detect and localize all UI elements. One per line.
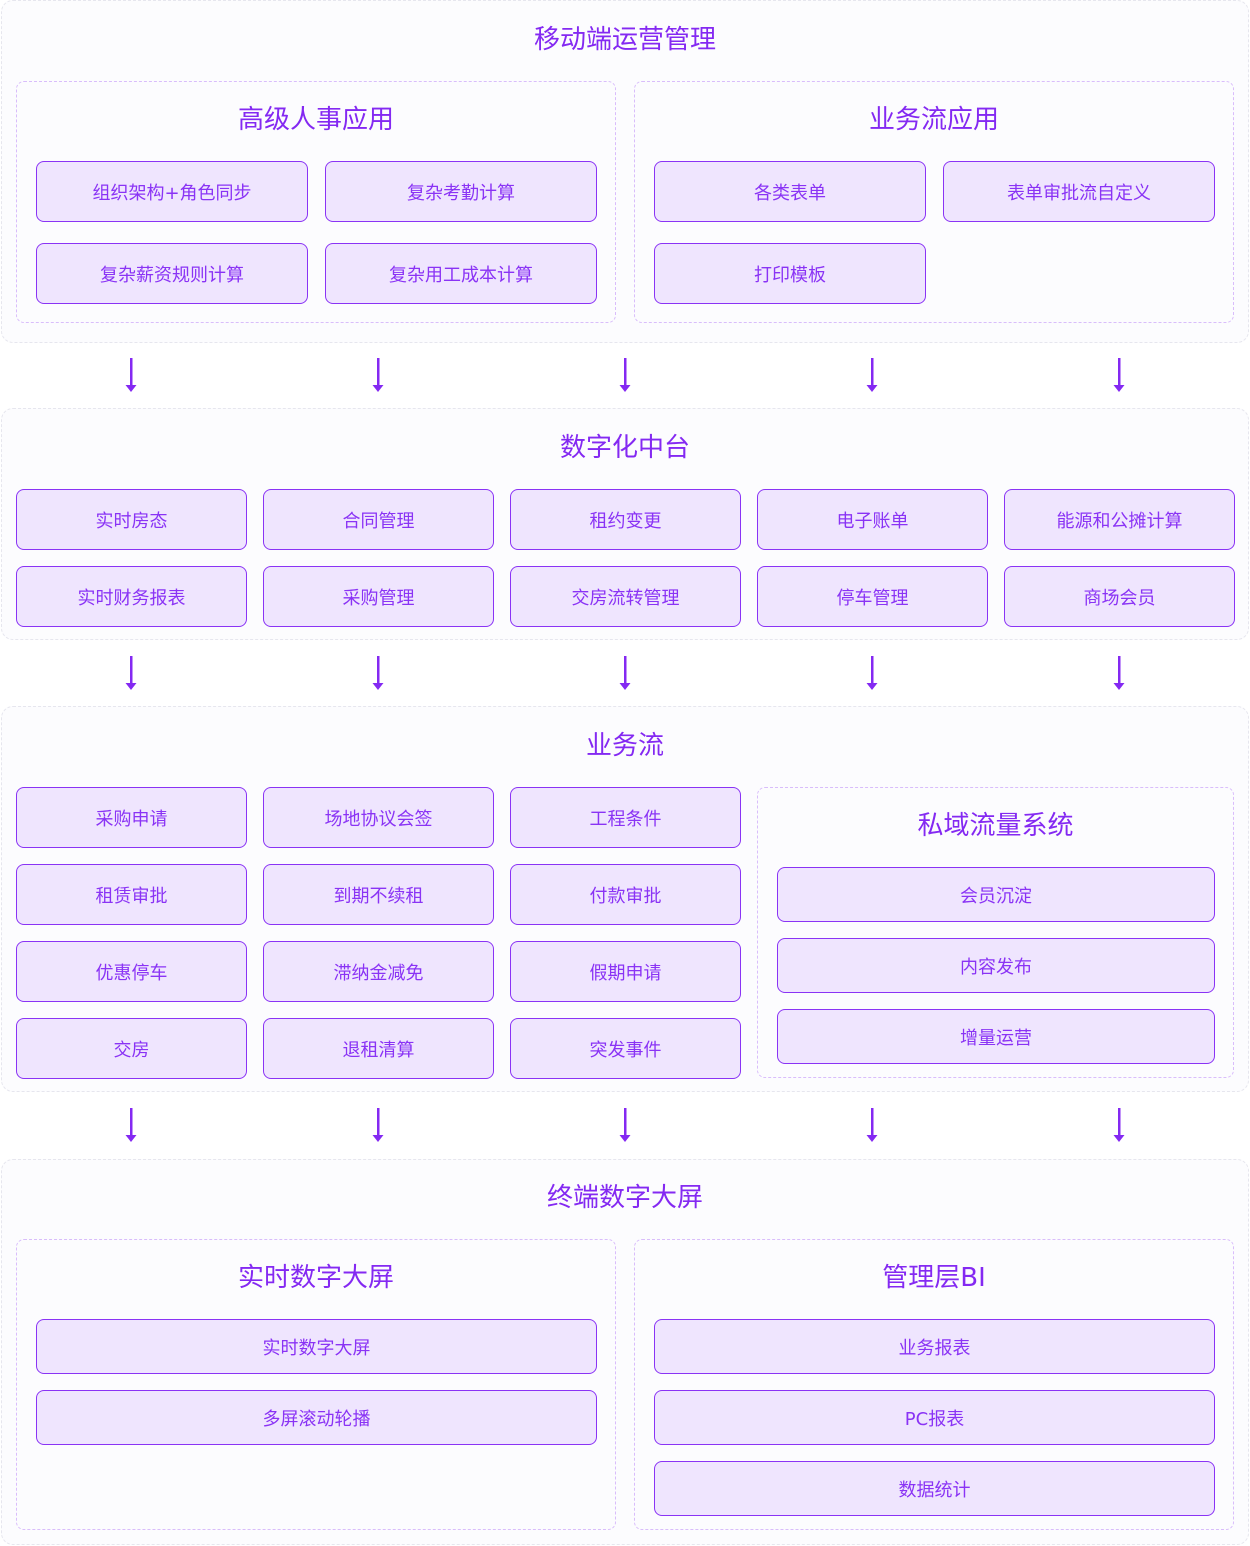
arrow-down-icon [1113,656,1125,690]
item-box[interactable]: 租约变更 [510,489,741,550]
item-box[interactable]: 场地协议会签 [263,787,494,848]
item-box[interactable]: 退租清算 [263,1018,494,1079]
item-box[interactable]: 假期申请 [510,941,741,1002]
item-box[interactable]: 各类表单 [654,161,926,222]
item-box[interactable]: 能源和公摊计算 [1004,489,1235,550]
item-box[interactable]: 采购管理 [263,566,494,627]
item-box[interactable]: 突发事件 [510,1018,741,1079]
group-title: 实时数字大屏 [237,1263,394,1293]
section-title: 业务流 [585,731,664,761]
arrow-down-icon [372,358,384,392]
arrow-down-icon [866,358,878,392]
item-box[interactable]: 交房流转管理 [510,566,741,627]
arrow-down-icon [1113,358,1125,392]
item-box[interactable]: 增量运营 [777,1009,1215,1064]
arrow-down-icon [619,656,631,690]
arrow-down-icon [372,656,384,690]
item-box[interactable]: 采购申请 [16,787,247,848]
item-box[interactable]: 到期不续租 [263,864,494,925]
group-title: 业务流应用 [868,105,999,135]
item-box[interactable]: 合同管理 [263,489,494,550]
item-box[interactable]: 实时房态 [16,489,247,550]
item-box[interactable]: 优惠停车 [16,941,247,1002]
item-box[interactable]: 会员沉淀 [777,867,1215,922]
item-box[interactable]: 租赁审批 [16,864,247,925]
item-box[interactable]: 工程条件 [510,787,741,848]
item-box[interactable]: 实时数字大屏 [36,1319,597,1374]
item-box[interactable]: 停车管理 [757,566,988,627]
item-box[interactable]: 复杂薪资规则计算 [36,243,308,304]
item-box[interactable]: 数据统计 [654,1461,1215,1516]
group-title: 管理层BI [882,1263,986,1293]
group-box [16,1239,616,1530]
item-box[interactable]: 付款审批 [510,864,741,925]
item-box[interactable]: 电子账单 [757,489,988,550]
section-title: 数字化中台 [559,433,690,463]
group-title: 高级人事应用 [237,105,394,135]
arrow-down-icon [1113,1108,1125,1142]
item-box[interactable]: 商场会员 [1004,566,1235,627]
section-title: 终端数字大屏 [546,1183,703,1213]
section-title: 移动端运营管理 [533,25,716,55]
item-box[interactable]: 复杂考勤计算 [325,161,597,222]
arrow-down-icon [125,1108,137,1142]
item-box[interactable]: 业务报表 [654,1319,1215,1374]
item-box[interactable]: 表单审批流自定义 [943,161,1215,222]
item-box[interactable]: 打印模板 [654,243,926,304]
arrow-down-icon [619,358,631,392]
arrow-down-icon [125,656,137,690]
item-box[interactable]: 内容发布 [777,938,1215,993]
item-box[interactable]: 实时财务报表 [16,566,247,627]
arrow-down-icon [866,656,878,690]
arrow-down-icon [619,1108,631,1142]
arrow-down-icon [372,1108,384,1142]
item-box[interactable]: 复杂用工成本计算 [325,243,597,304]
item-box[interactable]: PC报表 [654,1390,1215,1445]
arrow-down-icon [866,1108,878,1142]
item-box[interactable]: 交房 [16,1018,247,1079]
item-box[interactable]: 滞纳金减免 [263,941,494,1002]
arrow-down-icon [125,358,137,392]
item-box[interactable]: 多屏滚动轮播 [36,1390,597,1445]
item-box[interactable]: 组织架构+角色同步 [36,161,308,222]
group-title: 私域流量系统 [917,811,1074,841]
